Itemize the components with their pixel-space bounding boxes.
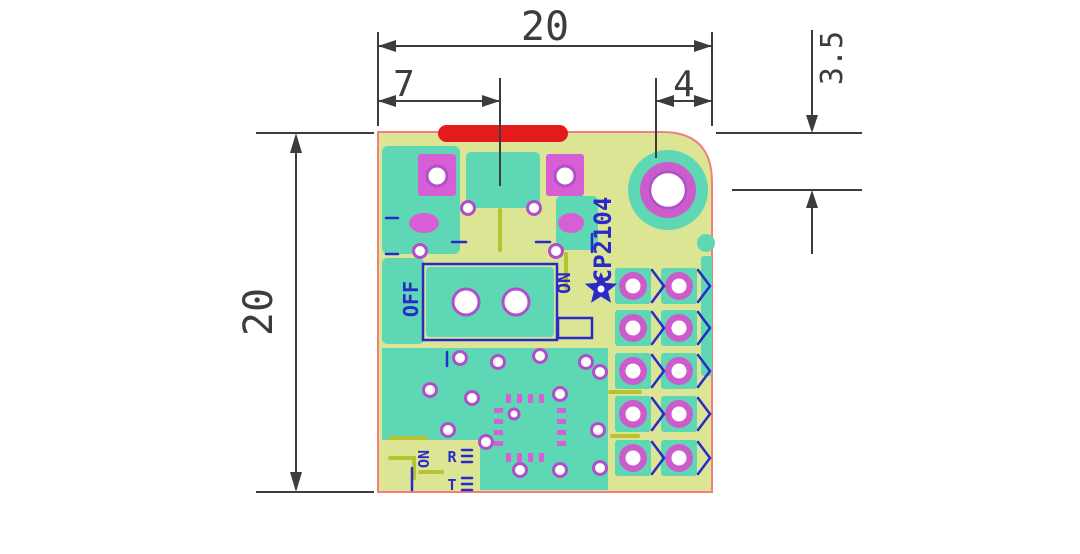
header-pad (661, 396, 697, 432)
usb-pad-right (546, 154, 584, 196)
header-pad (615, 353, 651, 389)
silkscreen-marks (384, 216, 594, 492)
dimension-connector-offset: 7 (378, 64, 501, 186)
header-pad (615, 268, 651, 304)
dimension-hole-to-edge: 4 (655, 64, 712, 158)
header-pads (615, 268, 697, 476)
header-pad (661, 310, 697, 346)
header-pad (615, 396, 651, 432)
dim-hole-edge-value: 4 (673, 64, 695, 105)
header-silkscreen-chevrons (650, 268, 712, 476)
mounting-hole (628, 150, 708, 230)
header-pad (615, 310, 651, 346)
usb-pad-left (418, 154, 456, 196)
pcb-board: CP2104 OFF ON ON R T (377, 125, 715, 494)
dim-hole-top-value: 3.5 (815, 31, 850, 85)
dim-offset-value: 7 (393, 64, 415, 105)
star-logo-icon (584, 272, 618, 303)
dimension-board-height: 20 (236, 132, 374, 493)
switch-off-label: OFF (399, 281, 423, 317)
led-on-label: ON (415, 450, 433, 468)
dimension-board-width: 20 (377, 4, 713, 126)
header-pad (661, 353, 697, 389)
dim-height-value: 20 (236, 288, 282, 336)
dimension-hole-to-top: 3.5 (716, 30, 862, 254)
chip-name-label: CP2104 (589, 197, 617, 284)
header-pad (661, 268, 697, 304)
vias (412, 200, 608, 478)
qfn-chip-footprint (494, 394, 566, 462)
rx-label: R (447, 448, 457, 466)
switch-footprint (421, 262, 594, 342)
usb-connector-edge (438, 125, 568, 142)
header-pad (661, 440, 697, 476)
copper-traces (388, 208, 642, 480)
dim-width-value: 20 (521, 4, 569, 50)
oval-pad-right (558, 213, 584, 233)
oval-pad-left (409, 213, 439, 233)
header-pad (615, 440, 651, 476)
switch-on-label: ON (554, 272, 575, 294)
tx-label: T (447, 476, 456, 494)
